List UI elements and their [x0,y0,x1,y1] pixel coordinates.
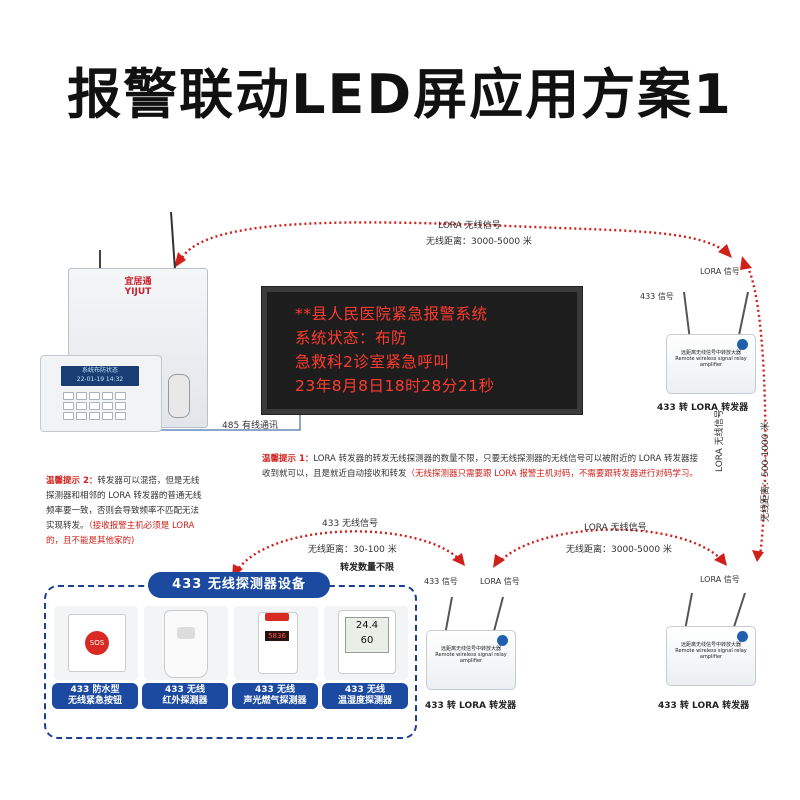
tip-1: 温馨提示 1：LORA 转发器的转发无线探测器的数量不限，只要无线探测器的无线信… [262,454,698,479]
keypad-key [89,412,100,420]
lora-link-top [178,221,727,263]
repeater-1-signal-lora: LORA 信号 [700,267,740,276]
keypad-key [63,392,74,400]
arrow-bottom-left [493,554,505,568]
arrow-top-right [718,244,732,258]
control-keypad: 系统布防状态 22-01-19 14:32 [40,355,162,432]
link-433-distance: 无线距离：30-100 米 [308,545,397,555]
repeater-2-signal-lora: LORA 信号 [480,577,520,586]
arrow-right-bottom [752,550,764,562]
repeater-panel-text: 远距离无线信号中转放大器 Remote wireless signal rela… [435,646,507,664]
sensor-caption-pir: 433 无线红外探测器 [142,683,228,709]
repeater-2-label: 433 转 LORA 转发器 [425,701,517,711]
keypad-key [102,402,113,410]
sos-button-icon: SOS [68,614,126,672]
keypad-key [89,392,100,400]
lora-right-label: LORA 无线信号 [715,409,725,472]
led-line-4: 23年8月8日18时28分21秒 [295,377,495,395]
repeater-2-signal-433: 433 信号 [424,577,458,586]
antenna [732,592,746,631]
lora-bottom-distance: 无线距离：3000-5000 米 [566,545,672,555]
repeater-3: 远距离无线信号中转放大器 Remote wireless signal rela… [666,626,756,686]
sensor-caption-sos: 433 防水型无线紧急按钮 [52,683,138,709]
repeater-logo-icon [737,631,748,642]
gas-display: 5836 [265,631,289,641]
repeater-1-label: 433 转 LORA 转发器 [657,403,749,413]
led-line-2: 系统状态：布防 [295,329,408,347]
led-line-1: **县人民医院紧急报警系统 [295,305,488,323]
pir-detector-icon [164,610,208,678]
antenna [444,596,453,636]
antenna [492,596,504,636]
arrow-433-right [452,553,465,566]
repeater-panel-text: 远距离无线信号中转放大器 Remote wireless signal rela… [675,350,747,368]
sensor-card-sos: SOS [54,606,138,680]
lora-right-distance: 无线距离：500-1000 米 [761,421,771,522]
repeater-1-signal-433: 433 信号 [640,292,674,301]
lora-top-label: LORA 无线信号 [438,221,501,231]
sensor-card-gas: 5836 [234,606,318,680]
link-433 [234,530,461,573]
keypad-key [102,412,113,420]
keypad-key [63,412,74,420]
keypad-key [89,402,100,410]
link-433-label: 433 无线信号 [322,519,379,529]
repeater-3-signal-lora: LORA 信号 [700,575,740,584]
sensor-card-thermo: 24.4 60 [324,606,408,680]
keypad-key [115,392,126,400]
keypad-key [115,412,126,420]
keypad-screen: 系统布防状态 22-01-19 14:32 [61,366,139,386]
led-screen: **县人民医院紧急报警系统 系统状态：布防 急救科2诊室紧急呼叫 23年8月8日… [262,287,582,414]
sos-label: SOS [85,631,109,655]
tip-2: 温馨提示 2：转发器可以混搭，但是无线探测器和相邻的 LORA 转发器的普通无线… [46,476,202,546]
repeater-3-label: 433 转 LORA 转发器 [658,701,750,711]
arrow-top-left [174,252,186,268]
repeater-1: 远距离无线信号中转放大器 Remote wireless signal rela… [666,334,756,394]
repeater-logo-icon [497,635,508,646]
arrow-right-top [740,256,752,270]
lora-bottom-label: LORA 无线信号 [584,523,647,533]
repeater-logo-icon [737,339,748,350]
thermo-display: 24.4 60 [345,617,389,653]
pir-lens [177,627,195,639]
sensor-caption-thermo: 433 无线温湿度探测器 [322,683,408,709]
lora-link-bottom [497,528,723,564]
thermo-hygrometer-icon: 24.4 60 [338,610,396,674]
link-433-note: 转发数量不限 [340,563,395,573]
antenna [683,291,691,341]
repeater-2: 远距离无线信号中转放大器 Remote wireless signal rela… [426,630,516,690]
arrow-bottom-right [714,553,727,566]
lora-top-distance: 无线距离：3000-5000 米 [426,237,532,247]
remote-control-icon [168,374,190,418]
sensor-panel-title: 433 无线探测器设备 [148,572,330,598]
host-antenna [170,211,176,271]
keypad-key [115,402,126,410]
sensor-caption-gas: 433 无线声光燃气探测器 [232,683,318,709]
led-line-3: 急救科2诊室紧急呼叫 [295,353,450,371]
keypad-key [76,402,87,410]
gas-detector-icon: 5836 [258,612,298,674]
wired-485-label: 485 有线通讯 [222,421,279,431]
sensor-card-pir [144,606,228,680]
antenna [684,592,693,631]
keypad-key [63,402,74,410]
keypad-key [76,392,87,400]
host-brand-logo: 宜居通 YIJUT [124,277,152,297]
antenna [737,291,749,341]
keypad-key [76,412,87,420]
page-title: 报警联动LED屏应用方案1 [67,63,733,126]
keypad-key [102,392,113,400]
repeater-panel-text: 远距离无线信号中转放大器 Remote wireless signal rela… [675,642,747,660]
gas-alarm-light [265,613,289,621]
